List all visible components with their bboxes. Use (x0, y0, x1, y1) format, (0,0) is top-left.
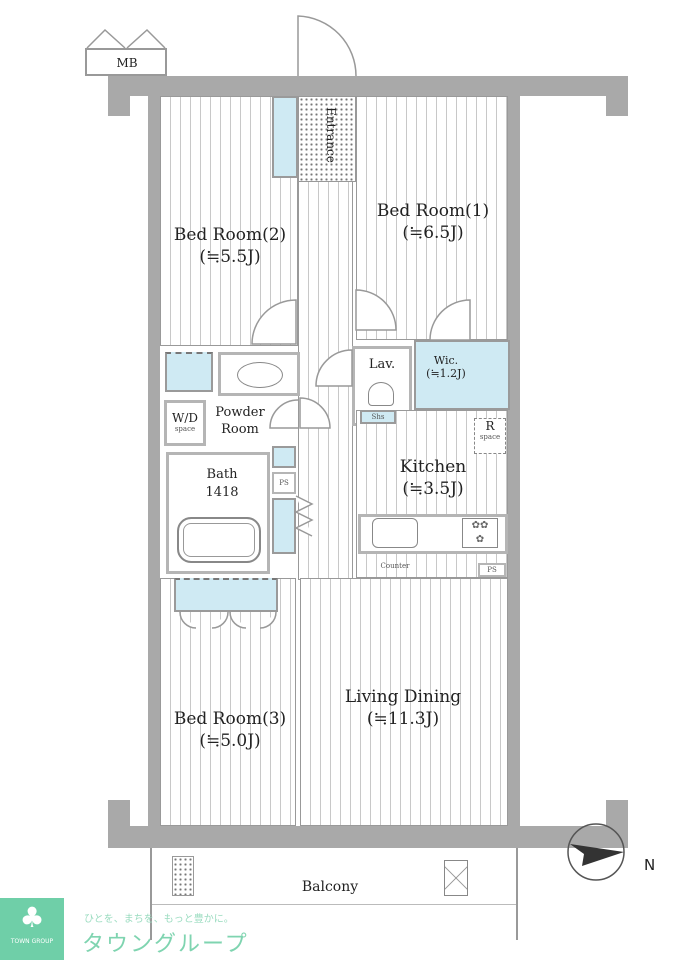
living-size: (≒11.3J) (366, 709, 440, 729)
bedroom-1-name: Bed Room(1) (376, 201, 490, 221)
powder-room-label: Powder Room (215, 404, 264, 438)
meter-box: MB (85, 48, 167, 76)
living-name: Living Dining (344, 687, 462, 707)
washbasin (218, 352, 300, 396)
balcony-hatch (172, 856, 194, 896)
outer-wall-bottom (108, 826, 628, 848)
outer-wall-right (510, 76, 628, 96)
bedroom-3-size: (≒5.0J) (199, 731, 261, 751)
bathtub-icon (177, 517, 261, 563)
sink-icon (372, 518, 418, 548)
wic-name: Wic. (433, 354, 459, 367)
mb-label: MB (116, 56, 138, 70)
hallway (298, 180, 353, 580)
r-sub-label: space (479, 433, 501, 441)
logo-tagline: ひとを、まちを、もっと豊かに。 (84, 914, 234, 925)
wic-label: Wic. (≒1.2J) (426, 354, 466, 380)
washer-dryer-space: W/D space (164, 400, 206, 446)
linen-closet (272, 498, 296, 554)
kitchen-label: Kitchen (≒3.5J) (400, 456, 466, 500)
lav-shelf: Shs (360, 410, 396, 424)
stove-icon: ✿✿✿ (462, 518, 498, 548)
kitchen-name: Kitchen (399, 457, 467, 477)
entrance-door-icon (297, 15, 357, 77)
outer-wall-right-post (606, 76, 628, 116)
powder-line1: Powder (215, 405, 265, 420)
outer-wall-right-post (606, 800, 628, 848)
outer-wall-left (148, 96, 160, 831)
walk-in-closet (414, 340, 510, 410)
outer-wall-right (508, 96, 520, 831)
wic-size: (≒1.2J) (426, 367, 466, 380)
bath-name: Bath (206, 467, 238, 482)
logo-badge-text: TOWN GROUP (10, 938, 54, 945)
shoe-cabinet (272, 96, 298, 178)
bedroom-2-size: (≒5.5J) (199, 247, 261, 267)
ps-label: PS (272, 472, 296, 494)
storage (272, 446, 296, 468)
outer-wall-top (108, 76, 628, 96)
bedroom-2-name: Bed Room(2) (173, 225, 287, 245)
compass-icon (567, 823, 625, 881)
bedroom-3-closet (174, 578, 278, 612)
living-dining-label: Living Dining (≒11.3J) (345, 686, 461, 730)
washbasin-bowl-icon (237, 362, 283, 388)
outer-wall-left (108, 76, 130, 116)
bedroom-3 (160, 578, 296, 826)
wd-sub-label: space (174, 425, 196, 433)
entrance-label: Entrance (324, 107, 338, 163)
ps-kitchen: PS (478, 563, 506, 577)
logo-name: タウングループ (82, 932, 249, 957)
bath-label: Bath 1418 (205, 466, 238, 502)
bedroom-2-closet (165, 352, 213, 392)
bath-size: 1418 (205, 485, 239, 500)
lav-label: Lav. (368, 357, 396, 372)
bedroom-3-name: Bed Room(3) (173, 709, 287, 729)
balcony-label: Balcony (301, 879, 359, 895)
bedroom-1-size: (≒6.5J) (402, 223, 464, 243)
entrance (298, 96, 356, 182)
r-label: R (485, 419, 495, 433)
bedroom-2-label: Bed Room(2) (≒5.5J) (174, 224, 286, 268)
bedroom-3-label: Bed Room(3) (≒5.0J) (174, 708, 286, 752)
logo-badge: ♣ TOWN GROUP (0, 898, 64, 960)
outer-wall-left-post (108, 800, 130, 848)
refrigerator-space: R space (474, 418, 506, 454)
north-label: N (644, 856, 656, 874)
powder-line2: Room (221, 422, 259, 437)
tree-icon: ♣ (19, 901, 45, 934)
counter-label: Counter (380, 562, 410, 570)
kitchen-size: (≒3.5J) (402, 479, 464, 499)
wd-label: W/D (172, 411, 198, 425)
mb-doors-icon (86, 28, 166, 49)
bedroom-1-label: Bed Room(1) (≒6.5J) (377, 200, 489, 244)
emergency-ladder-icon (444, 860, 468, 896)
living-dining (300, 578, 508, 826)
toilet-icon (368, 382, 394, 406)
